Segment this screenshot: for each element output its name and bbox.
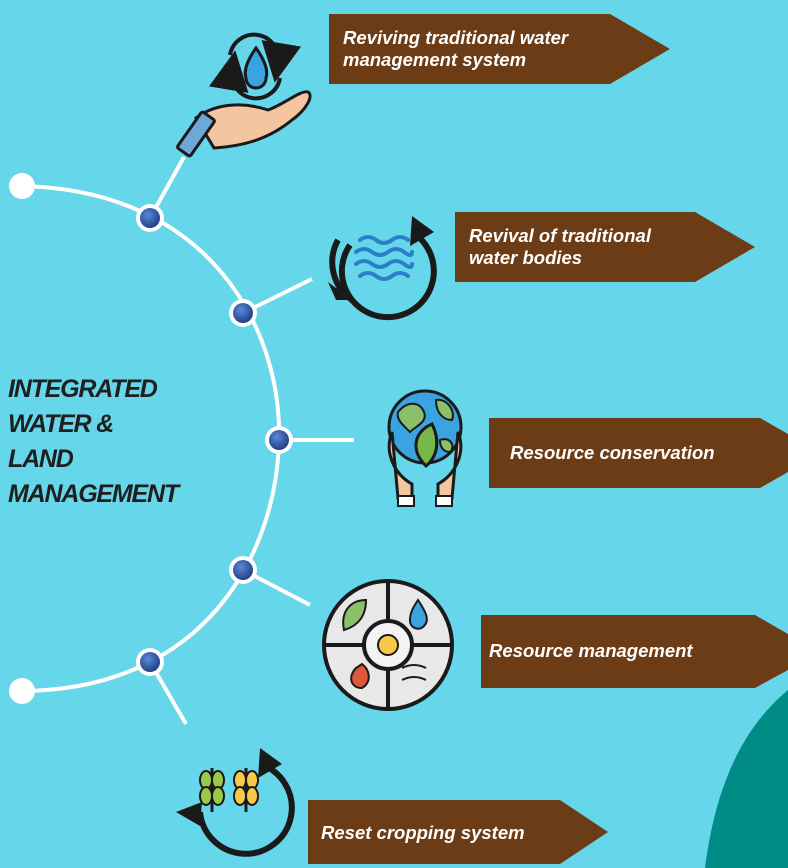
arrow-2 — [455, 212, 755, 282]
label-resource-management: Resource management — [489, 640, 693, 661]
label-1-line-2: management system — [343, 49, 527, 70]
label-2-line-2: water bodies — [469, 247, 583, 268]
label-resource-conservation: Resource conservation — [510, 442, 715, 463]
water-cycle-icon — [328, 216, 437, 321]
title-line-4: MANAGEMENT — [8, 480, 179, 508]
node-4 — [229, 556, 257, 584]
title-line-3: LAND — [8, 445, 74, 473]
arrow-4 — [481, 615, 788, 688]
resource-wheel-icon — [322, 579, 454, 711]
node-2 — [229, 299, 257, 327]
arc-start-dot — [9, 173, 35, 199]
title-line-1: INTEGRATED — [8, 375, 158, 403]
label-revival-water-bodies: Revival of traditional water bodies — [469, 225, 651, 269]
label-reviving-water-management: Reviving traditional water management sy… — [343, 27, 568, 71]
label-2-line-1: Revival of traditional — [469, 225, 651, 246]
label-1-line-1: Reviving traditional water — [343, 27, 569, 48]
node-1 — [136, 204, 164, 232]
title-line-2: WATER & — [8, 410, 114, 438]
teal-accent-shape — [705, 690, 788, 868]
hand-water-drop-icon — [176, 32, 312, 158]
node-5 — [136, 648, 164, 676]
crop-cycle-icon — [176, 748, 295, 857]
diagram-title: INTEGRATED WATER & LAND MANAGEMENT — [8, 372, 238, 512]
earth-hands-leaf-icon — [387, 389, 463, 507]
label-reset-cropping: Reset cropping system — [321, 822, 525, 843]
node-3 — [265, 426, 293, 454]
arrow-5 — [308, 800, 608, 864]
arc-end-dot — [9, 678, 35, 704]
arrow-3 — [489, 418, 788, 488]
arrow-1 — [329, 14, 670, 84]
